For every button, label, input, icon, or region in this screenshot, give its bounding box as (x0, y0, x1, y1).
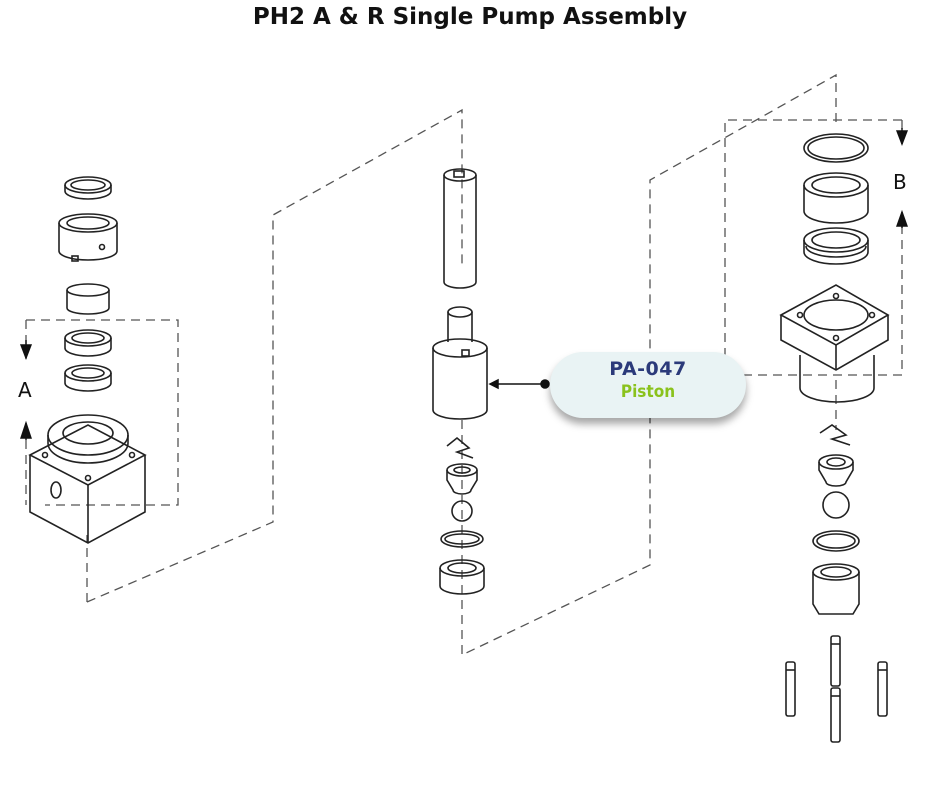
part-callout[interactable]: PA-047 Piston (550, 352, 746, 418)
callout-leader (488, 378, 550, 390)
part-name: Piston (620, 382, 676, 402)
dimension-arrows (19, 128, 909, 440)
dimension-label-b: B (893, 170, 907, 194)
left-pump-stack (28, 176, 147, 544)
dimension-label-a: A (18, 378, 32, 402)
assembly-guide-lines (25, 73, 903, 657)
part-number: PA-047 (609, 358, 687, 380)
page-title: PH2 A & R Single Pump Assembly (252, 4, 688, 30)
right-pump-stack (779, 133, 890, 743)
middle-pump-stack (432, 168, 488, 595)
